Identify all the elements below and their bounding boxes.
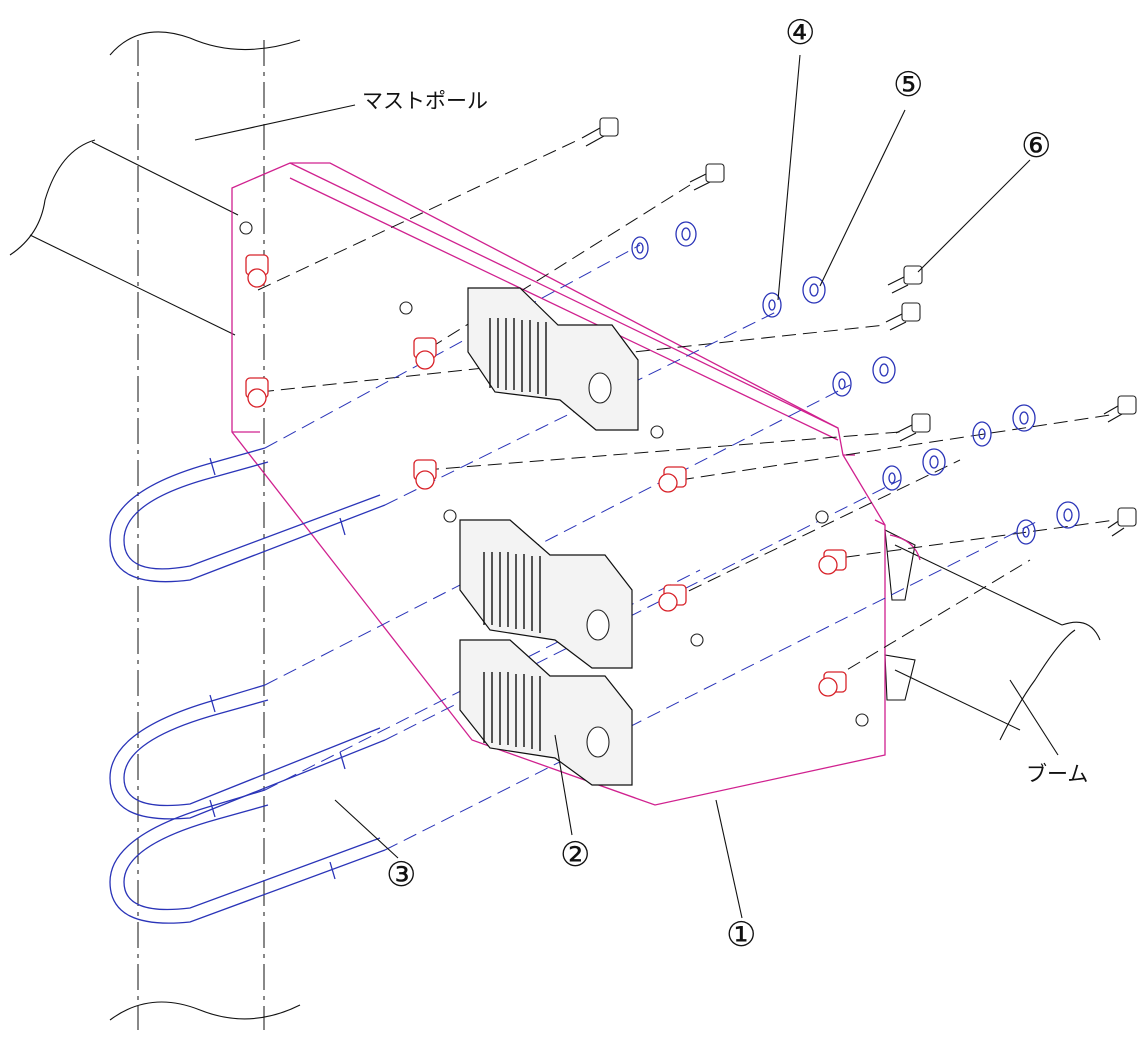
- part-2-callout: ②: [560, 835, 591, 875]
- plate-nuts: [245, 254, 847, 697]
- clamp-block-bottom: [459, 639, 633, 786]
- bolt: [581, 117, 619, 147]
- bolt: [689, 163, 725, 191]
- mast-pole: [109, 31, 301, 1030]
- u-bolt-middle: [109, 684, 386, 820]
- part-4-callout: ④: [785, 13, 816, 53]
- mounting-plate: [231, 162, 886, 806]
- bolt: [895, 413, 931, 442]
- washer-nut-pair: [631, 221, 697, 260]
- nut: [413, 459, 437, 490]
- washer-nut-pair: [972, 404, 1036, 447]
- bolt: [1103, 395, 1137, 423]
- boom-left: [9, 139, 239, 336]
- part-5-callout: ⑤: [893, 65, 924, 105]
- bolt: [887, 265, 923, 294]
- nut: [658, 584, 687, 612]
- washer-nut-pair: [762, 276, 826, 318]
- bolts: [581, 117, 1137, 537]
- clamp-block-top: [467, 287, 639, 431]
- nut: [818, 671, 847, 697]
- nut: [245, 254, 269, 288]
- nut: [413, 337, 437, 370]
- u-bolt-top: [109, 447, 386, 583]
- clamp-block-middle: [459, 519, 633, 669]
- small-plate-nuts: [239, 221, 869, 727]
- bolt: [1107, 507, 1137, 537]
- boom-right: [884, 529, 1101, 741]
- boom-label: ブーム: [1026, 762, 1089, 786]
- washer-nut-pair: [1016, 501, 1080, 545]
- u-bolt-bottom: [109, 789, 386, 924]
- washers-and-nuts: [631, 221, 1080, 545]
- nut: [818, 549, 847, 575]
- bolt-axes: [257, 139, 1116, 681]
- bolt: [885, 302, 921, 331]
- mast-pole-label: マストポール: [362, 89, 488, 113]
- part-3-callout: ③: [386, 855, 417, 895]
- part-6-callout: ⑥: [1021, 126, 1052, 166]
- part-1-callout: ①: [726, 915, 757, 955]
- nut: [245, 377, 269, 408]
- washer-nut-pair: [832, 356, 896, 397]
- leader-lines: [194, 54, 1059, 919]
- nut: [658, 466, 687, 493]
- ubolt-axes: [264, 244, 1041, 851]
- washer-nut-pair: [882, 448, 946, 491]
